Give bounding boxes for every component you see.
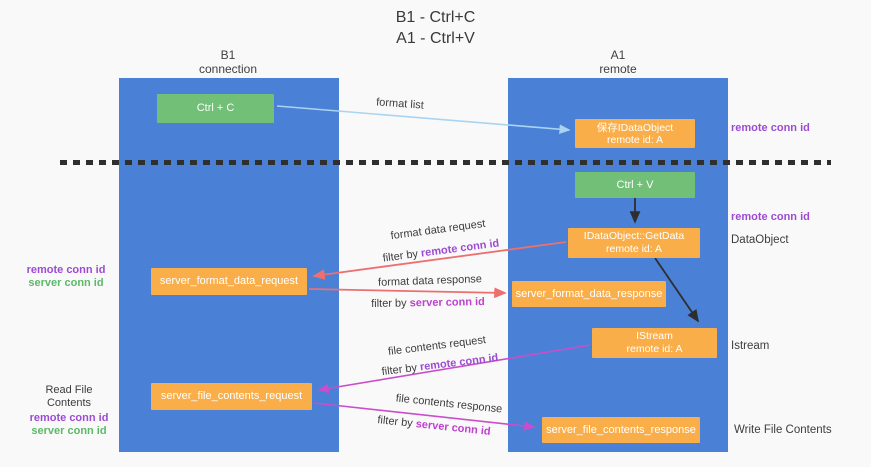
node-idataobject-getdata-line2: remote id: A — [605, 243, 663, 255]
format-data-response-label: format data response — [377, 273, 483, 289]
filter-by-prefix: filter by — [376, 414, 417, 431]
left-server-conn-id-label: server conn id — [28, 277, 104, 289]
node-idataobject-getdata: IDataObject::GetData remote id: A — [568, 228, 700, 258]
node-server-file-contents-response-label: server_file_contents_response — [546, 423, 696, 436]
title-line-2: A1 - Ctrl+V — [396, 30, 475, 47]
write-file-contents-label: Write File Contents — [734, 424, 832, 436]
left-conn-id-stack-bottom: Read File Contents remote conn id server… — [22, 384, 116, 438]
node-server-file-contents-response: server_file_contents_response — [542, 417, 700, 443]
node-server-file-contents-request: server_file_contents_request — [151, 383, 312, 410]
read-file-contents-label: Read File Contents — [45, 384, 93, 409]
title-line-1: B1 - Ctrl+C — [395, 9, 476, 26]
right-column-name: A1 — [610, 48, 626, 62]
file-contents-response-label: file contents response — [395, 392, 503, 416]
left-server-conn-id-label-2: server conn id — [31, 425, 107, 437]
node-ctrl-v: Ctrl + V — [575, 172, 695, 198]
file-contents-response-filter-label: filter by server conn id — [377, 414, 491, 438]
left-conn-id-stack-top: remote conn id server conn id — [26, 264, 106, 290]
node-save-idataobject-line2: remote id: A — [606, 133, 664, 146]
node-ctrl-c: Ctrl + C — [157, 94, 274, 123]
server-conn-id-value: server conn id — [415, 418, 492, 438]
node-ctrl-v-label: Ctrl + V — [616, 178, 654, 191]
left-remote-conn-id-label: remote conn id — [26, 264, 106, 276]
node-istream: IStream remote id: A — [592, 328, 717, 358]
node-server-format-data-response: server_format_data_response — [512, 281, 666, 307]
node-idataobject-getdata-line1: IDataObject::GetData — [583, 230, 685, 242]
remote-conn-id-value: remote conn id — [420, 237, 500, 260]
left-column-role: connection — [198, 62, 258, 76]
filter-by-prefix: filter by — [381, 361, 421, 379]
node-save-idataobject-line1: 保存IDataObject — [596, 121, 674, 134]
right-remote-conn-id-label-mid: remote conn id — [731, 211, 810, 223]
dataobject-label: DataObject — [731, 234, 789, 246]
right-column-header: A1 remote — [508, 48, 728, 76]
node-save-idataobject: 保存IDataObject remote id: A — [575, 119, 695, 148]
istream-side-label: Istream — [731, 340, 770, 352]
node-server-format-data-request: server_format_data_request — [151, 268, 307, 295]
filter-by-prefix: filter by — [371, 297, 410, 310]
node-ctrl-c-label: Ctrl + C — [196, 102, 235, 114]
server-conn-id-value: server conn id — [409, 296, 485, 310]
remote-conn-id-value: remote conn id — [419, 351, 499, 374]
format-data-request-filter-label: filter by remote conn id — [382, 237, 500, 264]
diagram-title: B1 - Ctrl+C A1 - Ctrl+V — [0, 7, 871, 49]
format-data-request-label: format data request — [389, 217, 487, 243]
left-column-name: B1 — [220, 48, 236, 62]
node-istream-line1: IStream — [636, 330, 673, 342]
format-data-response-filter-label: filter by server conn id — [371, 296, 485, 310]
left-remote-conn-id-label-2: remote conn id — [29, 412, 109, 424]
format-list-label: format list — [375, 96, 425, 112]
node-server-format-data-response-label: server_format_data_response — [515, 287, 663, 300]
node-server-format-data-request-label: server_format_data_request — [159, 275, 299, 287]
phase-separator-dashed-line — [60, 160, 831, 165]
node-istream-line2: remote id: A — [626, 343, 683, 355]
filter-by-prefix: filter by — [382, 247, 422, 265]
right-column-role: remote — [599, 62, 637, 76]
right-remote-conn-id-label-top: remote conn id — [731, 122, 810, 134]
left-column-header: B1 connection — [118, 48, 338, 76]
node-server-file-contents-request-label: server_file_contents_request — [160, 390, 303, 402]
